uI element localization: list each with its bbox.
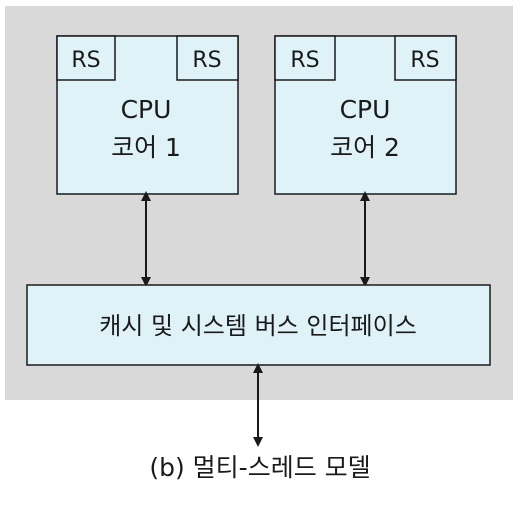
bus-interface: 캐시 및 시스템 버스 인터페이스 xyxy=(26,284,491,366)
cpu-core-2-rs-right-label: RS xyxy=(410,48,439,73)
cpu-core-1-rs-left-box xyxy=(56,35,116,81)
bus-interface-box xyxy=(26,284,491,366)
cpu-core-2-rs-left-label: RS xyxy=(290,48,319,73)
cpu-core-1-rs-right-box xyxy=(176,35,239,81)
cpu-core-2-rs-right-box xyxy=(394,35,457,81)
cpu-core-2: RS RS CPU 코어 2 xyxy=(274,35,457,195)
cpu-core-1-subtitle: 코어 1 xyxy=(111,133,181,162)
cpu-core-1-rs-right-label: RS xyxy=(192,48,221,73)
figure-caption: (b) 멀티-스레드 모델 xyxy=(149,453,371,482)
cpu-core-2-title: CPU xyxy=(340,95,391,124)
cpu-core-1: RS RS CPU 코어 1 xyxy=(56,35,239,195)
bus-interface-label: 캐시 및 시스템 버스 인터페이스 xyxy=(99,312,417,340)
cpu-core-2-subtitle: 코어 2 xyxy=(330,133,400,162)
cpu-core-2-rs-left-box xyxy=(274,35,336,81)
cpu-core-1-title: CPU xyxy=(121,95,172,124)
cpu-core-1-rs-left-label: RS xyxy=(71,48,100,73)
